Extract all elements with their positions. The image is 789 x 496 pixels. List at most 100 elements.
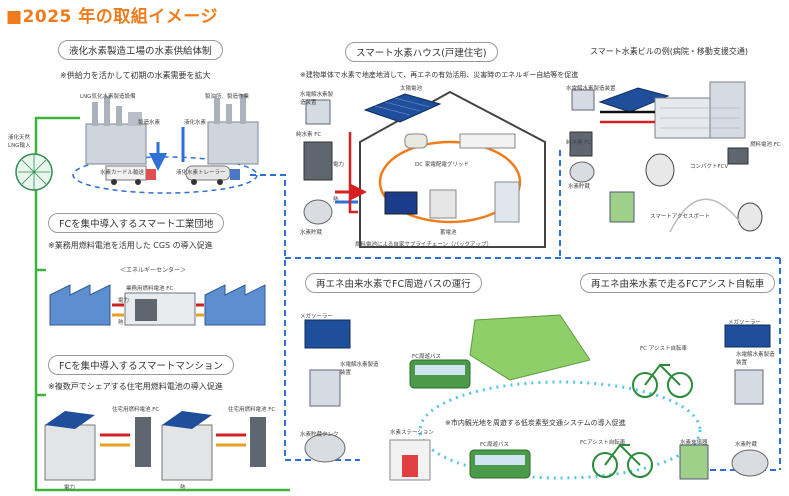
liquid-hydrogen-trailer-icon	[185, 165, 240, 185]
hydrogen-tank-icon	[303, 199, 333, 225]
label-backup-chain: 燃料電池による自家サプライチェーン（バックアップ）	[355, 242, 493, 248]
panel-title-smart-house: スマート水素ハウス(戸建住宅)	[345, 42, 498, 62]
label-pure-fc: 純水素 FC	[296, 132, 322, 138]
label-fc-bike-1: FC アシスト自転車	[640, 346, 688, 352]
industrial-fc-icon	[135, 299, 157, 321]
label-fc-bus-2: FC周遊バス	[480, 442, 510, 448]
label-residential-fc-1: 住宅用燃料電池 FC	[112, 407, 160, 413]
panel-title-hydrogen-supply: 液化水素製造工場の水素供給体制	[58, 40, 223, 60]
residential-fc-icon	[135, 417, 266, 467]
label-electrolyzer: 水電解水素製造装置	[300, 92, 334, 106]
panel-title-smart-building: スマート水素ビルの例(病院・移動支援交通)	[590, 47, 749, 56]
label-produced-hydrogen: 製造水素	[138, 120, 161, 126]
light-icon	[404, 133, 428, 149]
hydrogen-station-icon	[389, 439, 431, 481]
label-hydrogen-storage: 水素貯蔵	[300, 230, 323, 236]
note-smart-house: ※建物単体で水素で地産地消して、再エネの有効活用、災害時のエネルギー自給等を促進	[300, 71, 579, 79]
factory-illustration	[49, 284, 266, 326]
air-conditioner-icon	[459, 133, 516, 149]
bus-illustration	[304, 314, 590, 481]
bicycle-icon	[592, 363, 693, 478]
lng-tank-icon	[15, 153, 53, 191]
green-supply-line	[34, 150, 290, 492]
label-factory-power: 電力	[118, 298, 130, 304]
building-electrolyzer-icon	[571, 89, 595, 111]
label-heat: 熱	[333, 197, 339, 203]
bicycle-illustration	[592, 324, 771, 480]
dc-grid-ring	[378, 140, 522, 224]
pure-fc-icon	[303, 141, 333, 181]
label-smart-access-port: スマートアクセスポート	[650, 214, 711, 220]
compact-fcv-icon	[645, 153, 763, 232]
label-battery: 蓄電池	[440, 230, 457, 236]
bike-solar-icon	[724, 324, 771, 348]
label-bus-electrolyzer: 水電解水素製造装置	[340, 362, 379, 376]
label-fc-bike-2: FCアシスト自転車	[580, 440, 626, 446]
label-mega-solar: メガソーラー	[300, 314, 334, 320]
building-solar-icon	[598, 87, 670, 113]
fc-unit-icon	[609, 191, 635, 223]
label-bus-tank: 水素貯蔵タンク	[300, 432, 339, 438]
label-industrial-fc: 業務用燃料電池 FC	[126, 286, 174, 292]
label-refinery: 製油所、製造作業	[205, 94, 250, 100]
label-hydrogen-filler: 水素充填器	[680, 440, 708, 446]
electrolyzer-icon	[305, 99, 331, 125]
label-lng-import: 液化天然 LNG輸入	[8, 135, 31, 149]
smart-building-illustration	[569, 81, 763, 233]
bike-electrolyzer-icon	[734, 369, 764, 405]
label-energy-center: ＜エネルギーセンター＞	[120, 267, 187, 274]
bus-route-ring	[418, 380, 702, 480]
bus-tank-icon	[304, 433, 346, 463]
note-factory: ※業務用燃料電池を活用した CGS の導入促進	[48, 241, 213, 250]
label-lng-hydrogen-plant: LNG気化水素製造設備	[80, 94, 136, 100]
label-cylinder-transport: 水素カードル輸送	[100, 170, 145, 176]
tv-icon	[384, 191, 418, 215]
smart-house-illustration	[303, 90, 546, 248]
label-mansion-power: 電力	[64, 485, 76, 491]
bus-electrolyzer-icon	[309, 369, 341, 407]
bike-tank-icon	[731, 449, 769, 477]
hydrogen-supply-illustration	[15, 94, 259, 191]
pc-icon	[429, 189, 457, 219]
note-bus: ※市内観光地を周遊する低炭素型交通システムの導入促進	[445, 419, 626, 427]
label-liquid-trailer: 液化水素トレーラー	[176, 170, 226, 176]
label-building-storage: 水素貯蔵	[568, 184, 591, 190]
refrigerator-icon	[494, 181, 520, 223]
label-power: 電力	[333, 162, 345, 168]
hydrogen-trailer-icon	[105, 165, 156, 185]
hydrogen-filler-icon	[679, 444, 709, 480]
label-fc-bus-1: FC周遊バス	[412, 354, 442, 360]
access-port-icon	[669, 198, 741, 233]
apartment-building-icon	[44, 411, 213, 481]
label-bike-storage: 水素貯蔵	[735, 442, 758, 448]
label-dc-grid: DC 家電配電グリッド	[415, 162, 469, 168]
panel-title-bicycle: 再エネ由来水素で走るFCアシスト自転車	[580, 273, 776, 293]
panel-title-factory: FCを集中導入するスマート工業団地	[48, 213, 225, 233]
note-hydrogen-supply: ※供給力を活かして初期の水素需要を拡大	[60, 71, 211, 80]
label-building-fc: 純水素 FC	[566, 140, 592, 146]
label-solar: 太陽電池	[400, 86, 423, 92]
label-bike-solar: メガソーラー	[728, 320, 762, 326]
building-fc-icon	[569, 131, 593, 157]
factory-building-icon	[49, 284, 266, 326]
fc-bus-icon	[409, 359, 531, 479]
label-hydrogen-station: 水素ステーション	[390, 430, 434, 436]
label-bike-electrolyzer: 水電解水素製造装置	[736, 352, 775, 366]
label-residential-fc-2: 住宅用燃料電池 FC	[228, 407, 276, 413]
park-map-icon	[469, 314, 590, 381]
panel-title-bus: 再エネ由来水素でFC周遊バスの運行	[305, 273, 482, 293]
label-compact-fcv: コンパクトFCV	[690, 164, 729, 170]
building-tank-icon	[569, 161, 595, 183]
mansion-illustration	[44, 411, 266, 481]
mega-solar-icon	[304, 319, 351, 349]
label-factory-heat: 熱	[118, 320, 124, 326]
panel-title-mansion: FCを集中導入するスマートマンション	[48, 355, 234, 375]
hospital-building-icon	[654, 81, 746, 139]
refinery-icon	[207, 94, 259, 165]
hydrogen-factory-icon	[85, 96, 147, 165]
solar-panel-icon	[363, 93, 442, 123]
label-liquid-hydrogen: 液化水素	[184, 120, 207, 126]
page-title: ■2025 年の取組イメージ	[6, 7, 218, 27]
label-mansion-heat: 熱	[180, 485, 186, 491]
